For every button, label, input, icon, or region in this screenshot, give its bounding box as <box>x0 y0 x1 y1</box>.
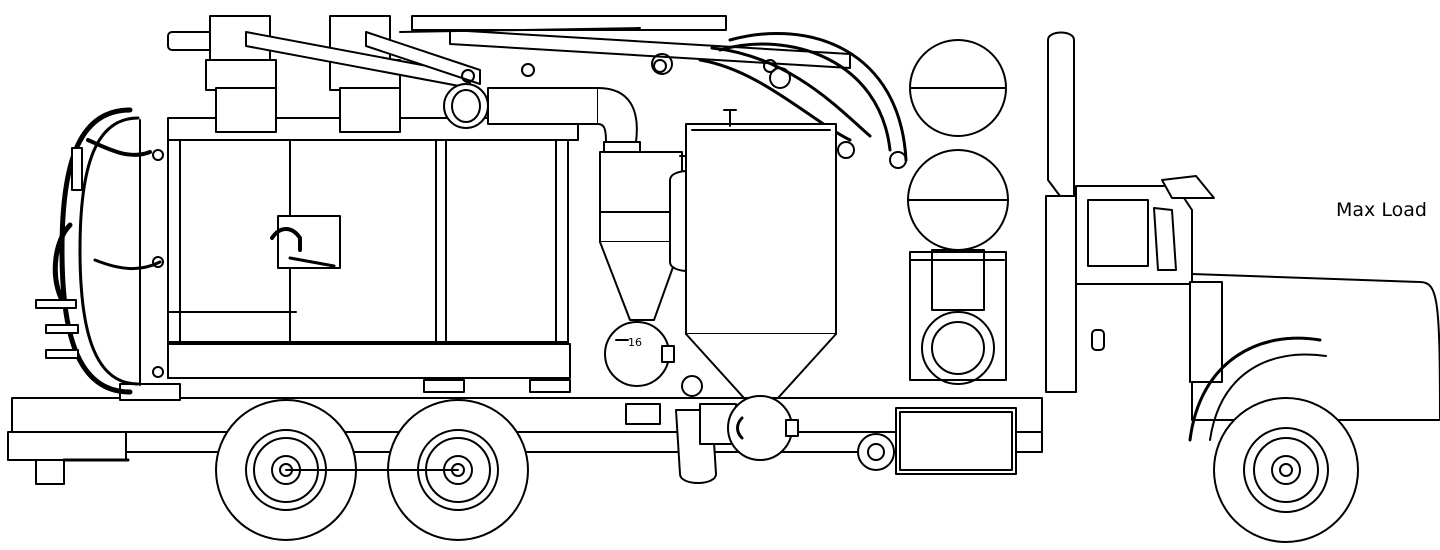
max-load-annotation: Max Load <box>1336 199 1427 221</box>
intake-pipe <box>443 83 641 153</box>
secondary-hopper <box>685 109 837 399</box>
component-16 <box>604 321 675 387</box>
chassis-frame <box>7 383 1043 485</box>
lower-components <box>625 375 895 484</box>
callout-16: 16 <box>628 336 642 349</box>
exhaust-stack <box>1045 31 1077 393</box>
debris-tank <box>167 117 579 393</box>
front-wheel <box>1213 397 1359 543</box>
truck-cab <box>1075 175 1215 393</box>
lower-valve <box>727 395 799 461</box>
blower-housing <box>907 39 1009 385</box>
tool-box <box>895 407 1017 475</box>
boom-assembly <box>167 15 851 133</box>
rear-door <box>35 107 164 395</box>
cyclone-separator <box>599 151 683 321</box>
